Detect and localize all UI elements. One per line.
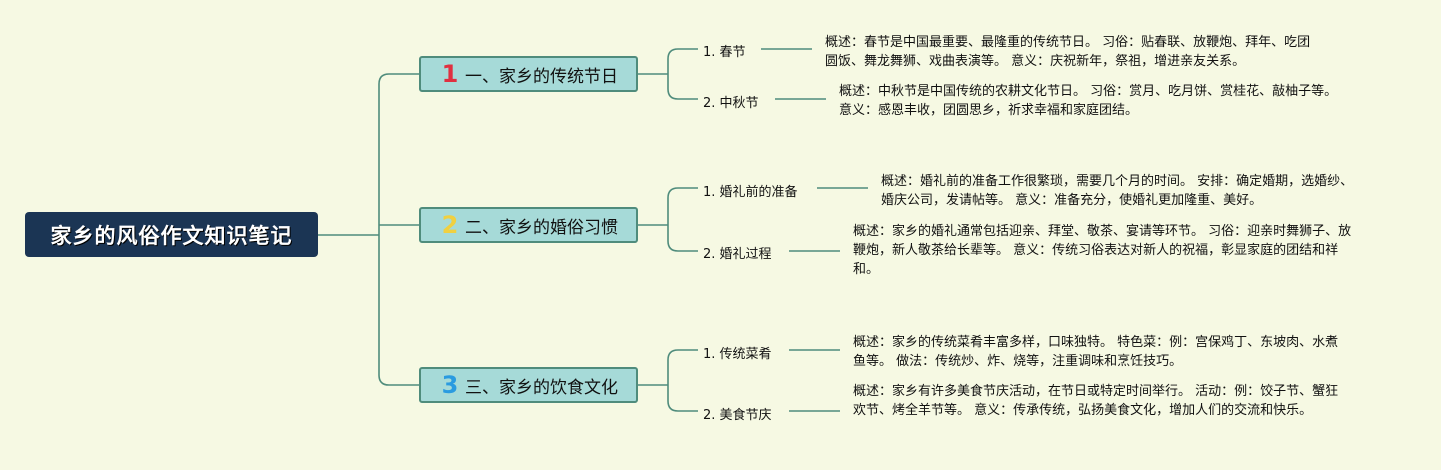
- number-badge-1: 1: [441, 60, 459, 88]
- root-node[interactable]: 家乡的风俗作文知识笔记: [25, 212, 318, 257]
- branch-wedding-customs[interactable]: 2 二、家乡的婚俗习惯: [419, 207, 638, 243]
- sub-topic-spring-festival[interactable]: 1. 春节: [703, 45, 746, 60]
- sub-topic-description: 概述：家乡的婚礼通常包括迎亲、拜堂、敬茶、宴请等环节。 习俗：迎亲时舞狮子、放鞭…: [853, 224, 1352, 277]
- root-title: 家乡的风俗作文知识笔记: [50, 223, 293, 248]
- sub-topic-mid-autumn[interactable]: 2. 中秋节: [703, 96, 759, 111]
- sub-topic-description: 概述：家乡有许多美食节庆活动，在节日或特定时间举行。 活动：例：饺子节、蟹狂欢节…: [853, 384, 1339, 418]
- number-badge-3: 3: [441, 371, 459, 399]
- connector-b2-fork: [667, 187, 698, 252]
- connector-b3-fork: [667, 349, 698, 412]
- branch-food-culture[interactable]: 3 三、家乡的饮食文化: [419, 367, 638, 403]
- sub-topic-food-festivals[interactable]: 2. 美食节庆: [703, 408, 772, 423]
- number-badge-2: 2: [441, 211, 459, 239]
- connector-trunk: [378, 73, 390, 386]
- sub-topic-description: 概述：春节是中国最重要、最隆重的传统节日。 习俗：贴春联、放鞭炮、拜年、吃团圆饭…: [825, 35, 1311, 69]
- sub-topic-description: 概述：中秋节是中国传统的农耕文化节日。 习俗：赏月、吃月饼、赏桂花、敲柚子等。 …: [839, 84, 1338, 118]
- branch-title: 三、家乡的饮食文化: [465, 377, 618, 398]
- sub-topic-wedding-preparation[interactable]: 1. 婚礼前的准备: [703, 185, 798, 200]
- branch-title: 一、家乡的传统节日: [465, 66, 618, 87]
- sub-topic-description: 概述：家乡的传统菜肴丰富多样，口味独特。 特色菜：例：宫保鸡丁、东坡肉、水煮鱼等…: [853, 335, 1339, 369]
- branch-title: 二、家乡的婚俗习惯: [465, 217, 618, 238]
- sub-topic-wedding-process[interactable]: 2. 婚礼过程: [703, 247, 772, 262]
- connector-b1-fork: [667, 48, 698, 100]
- sub-topic-traditional-dishes[interactable]: 1. 传统菜肴: [703, 347, 772, 362]
- branch-traditional-festivals[interactable]: 1 一、家乡的传统节日: [419, 56, 638, 92]
- sub-topic-description: 概述：婚礼前的准备工作很繁琐，需要几个月的时间。 安排：确定婚期，选婚纱、婚庆公…: [881, 174, 1354, 208]
